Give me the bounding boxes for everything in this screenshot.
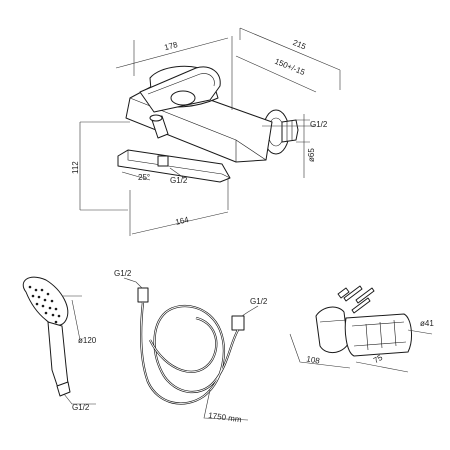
label-178: 178 [163,40,179,52]
label-g12-outlet: G1/2 [170,176,188,185]
label-150: 150+/-15 [273,57,306,77]
wall-bracket [315,306,349,353]
dim-line-178 [115,37,229,69]
hose-end-left [137,287,149,303]
hose-end-right [231,315,245,331]
label-108: 108 [306,354,321,365]
spray-nozzles [28,285,61,324]
label-112: 112 [71,161,80,174]
label-g12-hand-shower: G1/2 [72,403,90,412]
label-215: 215 [292,38,308,52]
label-g12-hose-right: G1/2 [250,297,268,306]
holder-cradle [344,313,412,357]
shower-handle [47,321,69,389]
label-41: ø41 [420,319,434,328]
label-g12-hose-left: G1/2 [114,269,132,278]
lever-handle [139,66,221,113]
inlet-connector [281,119,299,143]
wall-holder: 108 75 ø41 [289,285,434,373]
bath-mixer: 178 215 150+/-15 112 164 25° G1/2 G1/2 ø… [71,27,341,236]
label-hose-length: 1750 mm [208,411,243,425]
label-164: 164 [175,215,191,227]
label-g12-inlet: G1/2 [310,120,328,129]
hand-shower: ø120 G1/2 [22,276,97,412]
label-120: ø120 [78,336,97,345]
screws [337,285,375,314]
shower-hose: G1/2 G1/2 1750 mm [114,269,268,424]
label-25deg: 25° [138,173,150,182]
label-65: ø65 [307,148,316,162]
